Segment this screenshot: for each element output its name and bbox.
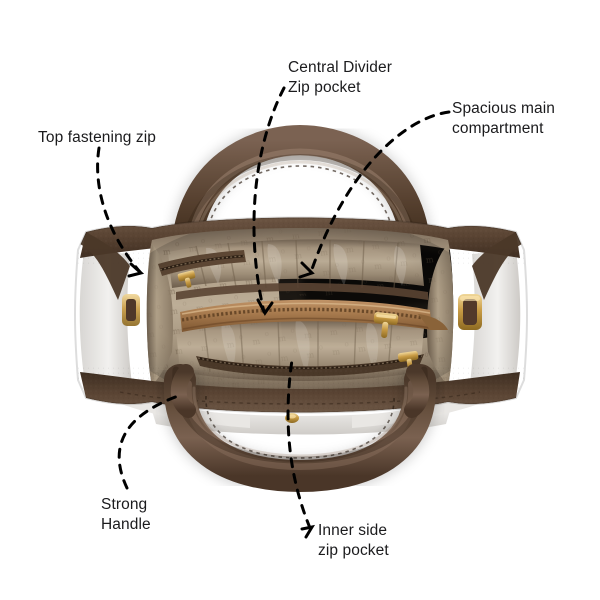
bag-body	[75, 217, 527, 413]
side-clasp-hardware	[458, 294, 482, 330]
leader-arrow-tips	[127, 261, 316, 539]
callout-label-spacious-main-compartment: Spacious main compartment	[452, 100, 555, 137]
leader-strong-handle	[117, 394, 180, 490]
leader-lines	[96, 86, 451, 530]
side-clasp-hardware-left	[122, 294, 140, 326]
callout-label-inner-side-zip-pocket: Inner side zip pocket	[318, 522, 389, 559]
callout-label-strong-handle: Strong Handle	[101, 496, 151, 533]
callout-label-central-divider-zip-pocket: Central Divider Zip pocket	[288, 59, 393, 96]
leader-inner-side-zip-pocket	[286, 358, 312, 530]
handbag-graphic	[74, 122, 528, 495]
leader-central-divider-zip-pocket	[252, 86, 286, 314]
leader-top-fastening-zip	[96, 146, 142, 274]
bottom-handle	[161, 362, 439, 495]
callout-label-top-fastening-zip: Top fastening zip	[38, 129, 157, 146]
leader-spacious-main-compartment	[309, 110, 451, 274]
